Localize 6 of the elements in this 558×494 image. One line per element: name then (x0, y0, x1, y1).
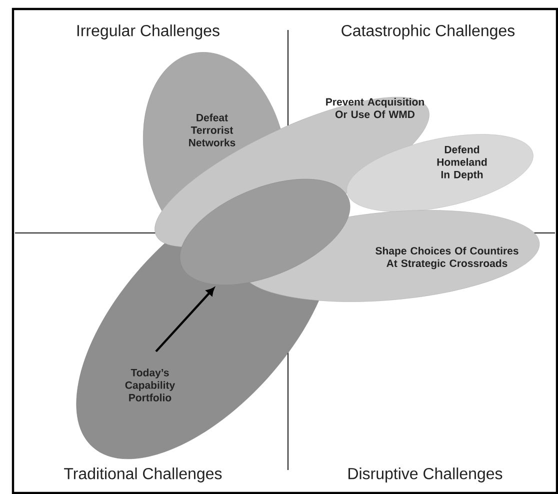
quadrant-title: Disruptive Challenges (348, 468, 502, 482)
ellipse-region (180, 178, 350, 286)
ellipse-region: Defend Homeland In Depth (346, 134, 534, 212)
quadrant-title: Irregular Challenges (77, 24, 220, 40)
quadrant-title: Catastrophic Challenges (342, 24, 515, 40)
arrow (155, 288, 214, 352)
